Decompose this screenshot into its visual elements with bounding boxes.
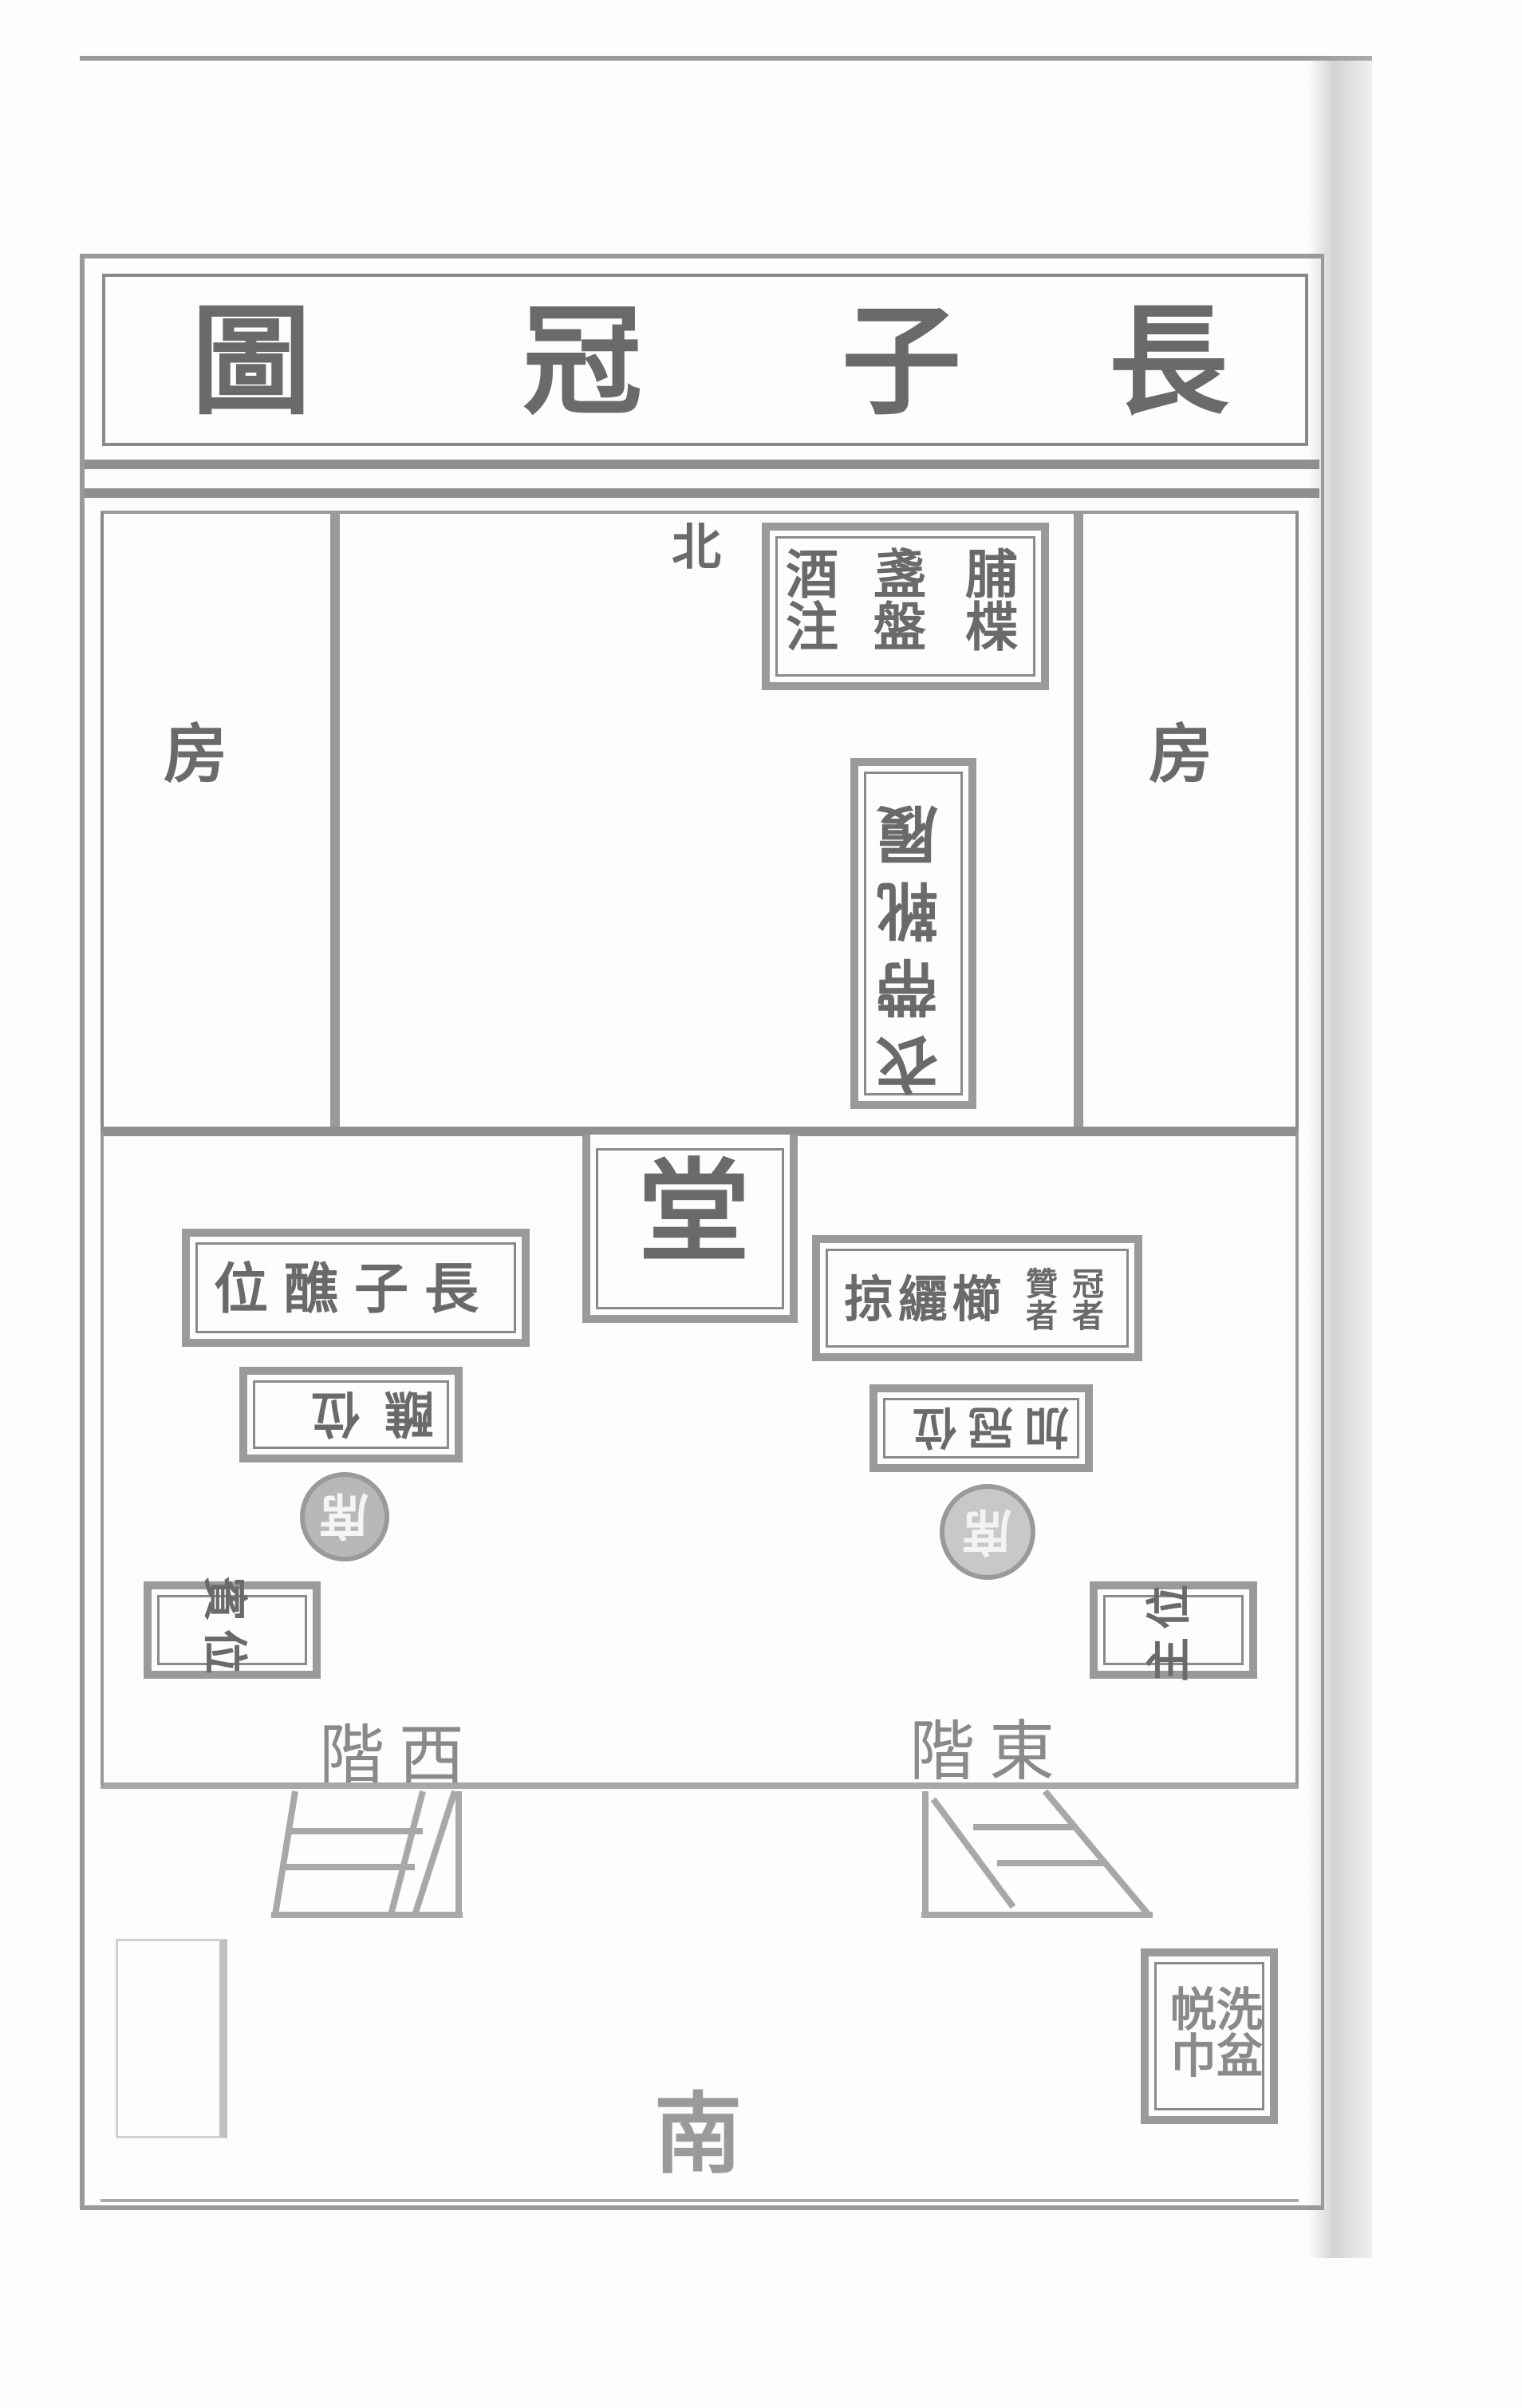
plan-top-border bbox=[85, 488, 1319, 498]
north-label: 北 bbox=[672, 518, 722, 576]
faded-box bbox=[116, 1939, 227, 2138]
wash-box-col-1: 洗盆 bbox=[1209, 1985, 1263, 2078]
south-label: 南 bbox=[654, 2082, 742, 2185]
title-char-4: 圖 bbox=[191, 291, 312, 432]
officiant-small-1: 冠者 bbox=[1067, 1267, 1104, 1331]
eldest-son-lower-label: 醮位 bbox=[287, 1384, 435, 1443]
food-box-col-1: 脯楪 bbox=[956, 547, 1019, 652]
page-gutter-shadow bbox=[1308, 56, 1372, 2258]
lower-court-right-edge bbox=[1295, 1133, 1299, 1786]
guest-position-label: 賓位 bbox=[198, 1577, 250, 1682]
title-char-3: 冠 bbox=[522, 291, 643, 432]
west-stairs-icon bbox=[271, 1790, 463, 1918]
food-utensils-box bbox=[762, 523, 1049, 690]
mat-right bbox=[940, 1484, 1035, 1580]
host-position-box bbox=[1090, 1581, 1257, 1679]
officiant-main: 櫛纚掠 bbox=[844, 1270, 1007, 1328]
right-room bbox=[1074, 512, 1299, 1135]
wash-box-col-2: 帨巾 bbox=[1162, 1985, 1216, 2078]
steps-line bbox=[101, 1782, 1299, 1789]
eldest-son-position-label: 長子醮位 bbox=[214, 1257, 495, 1321]
left-room-label: 房 bbox=[164, 716, 227, 791]
add-cap-position-label: 加冠位 bbox=[901, 1400, 1069, 1453]
title-char-2: 子 bbox=[842, 291, 962, 432]
mat-left bbox=[300, 1472, 389, 1561]
hall-label: 堂 bbox=[638, 1147, 751, 1278]
officiant-small-2: 贊者 bbox=[1020, 1267, 1058, 1331]
mat-left-label: 席 bbox=[319, 1486, 369, 1545]
add-cap-position-box bbox=[869, 1384, 1093, 1472]
mat-right-label: 席 bbox=[962, 1502, 1012, 1561]
eldest-son-lower-box bbox=[239, 1367, 463, 1463]
plan-bottom-line bbox=[101, 2199, 1299, 2202]
right-room-label: 房 bbox=[1149, 716, 1212, 791]
hall-line bbox=[101, 1127, 1299, 1136]
outer-frame bbox=[80, 254, 1324, 2210]
capping-officiants-box bbox=[812, 1235, 1142, 1361]
left-room bbox=[101, 512, 340, 1135]
guest-position-box bbox=[144, 1581, 321, 1679]
food-box-col-2: 盞盤 bbox=[865, 547, 927, 652]
eldest-son-position-box bbox=[182, 1229, 530, 1347]
title-box bbox=[102, 274, 1308, 446]
host-position-label: 主位 bbox=[1143, 1577, 1196, 1682]
wash-basin-box bbox=[1141, 1948, 1278, 2124]
lower-court-left-edge bbox=[101, 1133, 104, 1786]
east-steps-label: 東階 bbox=[909, 1714, 1070, 1790]
hall-box bbox=[582, 1135, 798, 1323]
east-stairs-icon bbox=[921, 1789, 1153, 1918]
title-char-1: 長 bbox=[1109, 291, 1229, 432]
food-box-col-3: 酒注 bbox=[777, 547, 839, 652]
west-steps-label: 西階 bbox=[319, 1718, 479, 1794]
title-separator bbox=[85, 460, 1319, 469]
clothes-box bbox=[850, 758, 976, 1109]
clothes-box-label: 衣帶靴履 bbox=[876, 790, 948, 1096]
page-top-rule bbox=[80, 56, 1372, 61]
plan-inner-top bbox=[101, 511, 1299, 514]
